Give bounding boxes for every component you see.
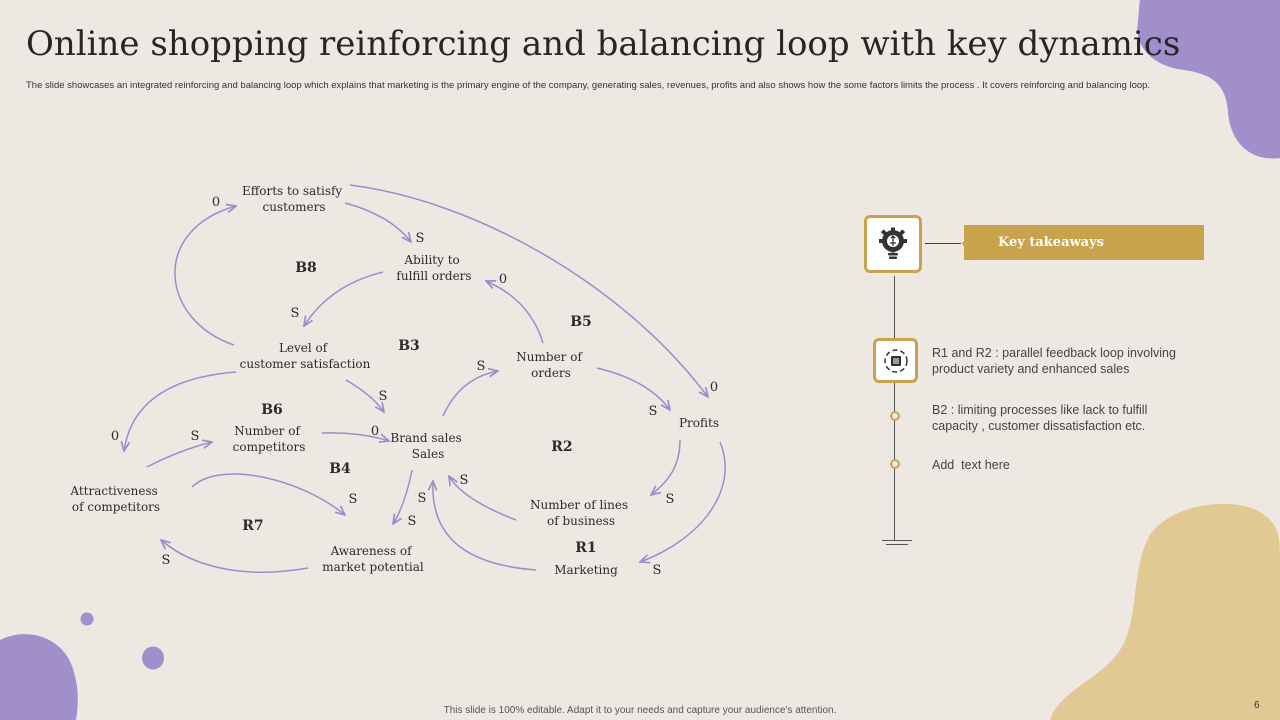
node-number-of-lines: Number of lines of business [530, 498, 632, 528]
takeaway-item-3: Add text here [932, 458, 1010, 472]
arrow-attractiveness-to-competitors [146, 442, 212, 468]
arrow-sales-to-awareness [393, 469, 413, 524]
arrow-profits-to-marketing [640, 441, 726, 562]
node-brand-sales: Brand sales Sales [390, 431, 465, 461]
polarity-marker: S [416, 231, 425, 246]
node-awareness-of-market: Awareness of market potential [322, 544, 424, 574]
arrow-satisfaction-to-sales [345, 379, 384, 412]
arrow-attractiveness-to-awareness [191, 473, 345, 515]
polarity-marker: S [191, 429, 200, 444]
takeaway-item-2: B2 : limiting processes like lack to ful… [932, 403, 1148, 433]
loop-label-b8: B8 [295, 260, 317, 276]
node-attractiveness-of-competitors: Attractiveness of competitors [69, 484, 161, 514]
node-number-of-orders: Number of orders [516, 350, 585, 380]
arrow-lines-to-sales [449, 476, 517, 521]
arrow-competitors-to-sales [321, 432, 389, 441]
polarity-marker: 0 [212, 195, 220, 210]
polarity-marker: 0 [111, 429, 119, 444]
polarity-marker: S [418, 491, 427, 506]
polarity-marker: 0 [371, 424, 379, 439]
footer-note: This slide is 100% editable. Adapt it to… [443, 705, 837, 716]
decorative-dot-medium [142, 646, 164, 670]
lightbulb-gear-icon [879, 227, 907, 259]
arrow-satisfaction-to-efforts [174, 206, 236, 346]
loop-label-b5: B5 [570, 314, 592, 330]
polarity-marker: S [408, 514, 417, 529]
loop-label-b4: B4 [329, 461, 351, 477]
takeaway-item-1: R1 and R2 : parallel feedback loop invol… [932, 346, 1176, 376]
loop-label-r7: R7 [242, 518, 263, 534]
causal-loop-diagram: Efforts to satisfy customers Ability to … [69, 184, 726, 578]
takeaway-item-icon-box [873, 338, 918, 383]
node-profits: Profits [679, 416, 719, 430]
timeline-base [882, 540, 912, 541]
polarity-marker: S [379, 389, 388, 404]
slide-description: The slide showcases an integrated reinfo… [26, 80, 1151, 91]
slide-title: Online shopping reinforcing and balancin… [26, 24, 1181, 64]
loop-label-b3: B3 [398, 338, 420, 354]
decorative-dot-small [80, 612, 94, 626]
polarity-marker: S [460, 473, 469, 488]
polarity-marker: 0 [499, 272, 507, 287]
arrow-efforts-to-profits [349, 184, 708, 397]
arrow-orders-to-profits [596, 367, 670, 410]
arrow-sales-to-orders [442, 371, 498, 417]
decorative-blob-top-right [1137, 0, 1280, 159]
arrow-ability-to-satisfaction [304, 271, 384, 326]
arrow-orders-to-ability [486, 281, 544, 344]
polarity-marker: S [162, 553, 171, 568]
polarity-marker: S [477, 359, 486, 374]
list-cycle-icon [883, 348, 908, 373]
diagram-nodes: Efforts to satisfy customers Ability to … [69, 184, 719, 577]
decorative-blob-bottom-left [0, 634, 78, 720]
arrow-marketing-to-sales [433, 481, 537, 571]
polarity-markers: 0 S 0 S 0 S S S 0 S 0 S S S S S S S S [111, 195, 718, 578]
timeline-line [894, 276, 895, 540]
arrow-awareness-to-attractiveness [161, 540, 309, 573]
loop-label-r2: R2 [551, 439, 572, 455]
polarity-marker: S [649, 404, 658, 419]
key-takeaways-icon-box [864, 215, 922, 273]
loop-labels: B8 B3 B5 B6 B4 R2 R7 R1 [242, 260, 596, 556]
polarity-marker: S [291, 306, 300, 321]
node-efforts-to-satisfy: Efforts to satisfy customers [242, 184, 346, 214]
causal-arrows [124, 184, 726, 573]
arrow-satisfaction-to-attractiveness [124, 371, 237, 451]
page-number: 6 [1254, 700, 1260, 711]
node-ability-to-fulfill: Ability to fulfill orders [396, 253, 471, 283]
bullet-dot [890, 411, 900, 421]
arrow-profits-to-lines [651, 439, 681, 495]
arrow-efforts-to-ability [344, 202, 411, 242]
polarity-marker: S [653, 563, 662, 578]
node-customer-satisfaction: Level of customer satisfaction [240, 341, 371, 371]
loop-label-b6: B6 [261, 402, 283, 418]
connector-line [925, 243, 963, 244]
bullet-dot [890, 459, 900, 469]
polarity-marker: 0 [710, 380, 718, 395]
timeline-base [886, 544, 908, 545]
polarity-marker: S [666, 492, 675, 507]
loop-label-r1: R1 [575, 540, 596, 556]
key-takeaways-header: Key takeaways [964, 225, 1204, 260]
polarity-marker: S [349, 492, 358, 507]
node-number-of-competitors: Number of competitors [233, 424, 306, 454]
node-marketing: Marketing [554, 563, 618, 577]
decorative-blob-bottom-right [1050, 503, 1280, 720]
